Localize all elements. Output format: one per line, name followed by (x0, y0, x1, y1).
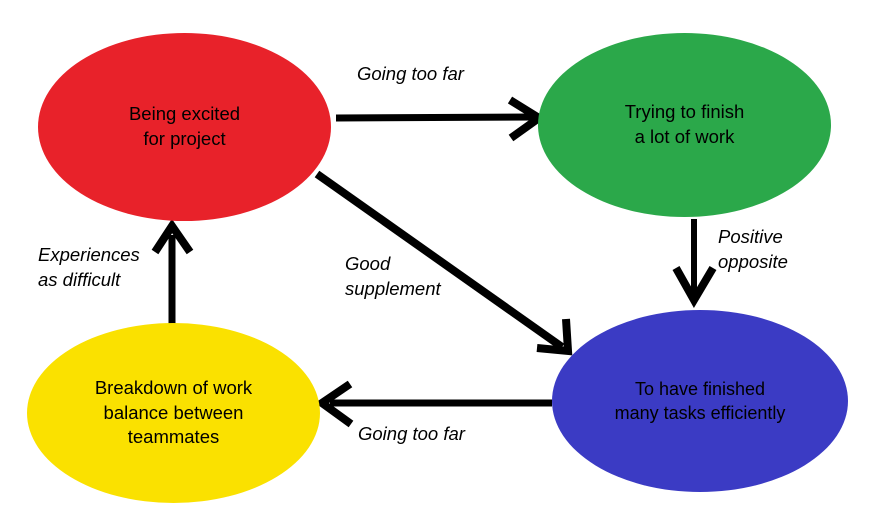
arrow-finished-tasks-to-breakdown (315, 380, 552, 428)
arrow-excited-to-finish-work (335, 96, 547, 142)
arrow-breakdown-to-excited (151, 218, 194, 325)
node-label: To have finished many tasks efficiently (614, 378, 786, 423)
edge-label-finished-tasks-to-breakdown: Going too far (358, 423, 465, 444)
node-breakdown-of-work-balance-between-teammates[interactable]: Breakdown of work balance between teamma… (27, 323, 320, 503)
arrow-finish-work-to-finished-tasks (672, 219, 717, 308)
node-label: Being excited for project (128, 103, 241, 149)
edge-label-breakdown-to-excited: Experiences as difficult (38, 244, 140, 290)
node-to-have-finished-many-tasks-efficiently[interactable]: To have finished many tasks efficiently (552, 310, 848, 492)
edge-label-finish-work-to-finished-tasks: Positive opposite (718, 226, 788, 272)
node-trying-to-finish-a-lot-of-work[interactable]: Trying to finish a lot of work (538, 33, 831, 217)
node-being-excited-for-project[interactable]: Being excited for project (38, 33, 331, 221)
node-label: Trying to finish a lot of work (624, 101, 745, 147)
edge-label-excited-to-finish-work: Going too far (357, 63, 464, 84)
edge-label-excited-to-finished-tasks: Good supplement (345, 253, 441, 299)
node-label: Breakdown of work balance between teamma… (94, 376, 253, 448)
